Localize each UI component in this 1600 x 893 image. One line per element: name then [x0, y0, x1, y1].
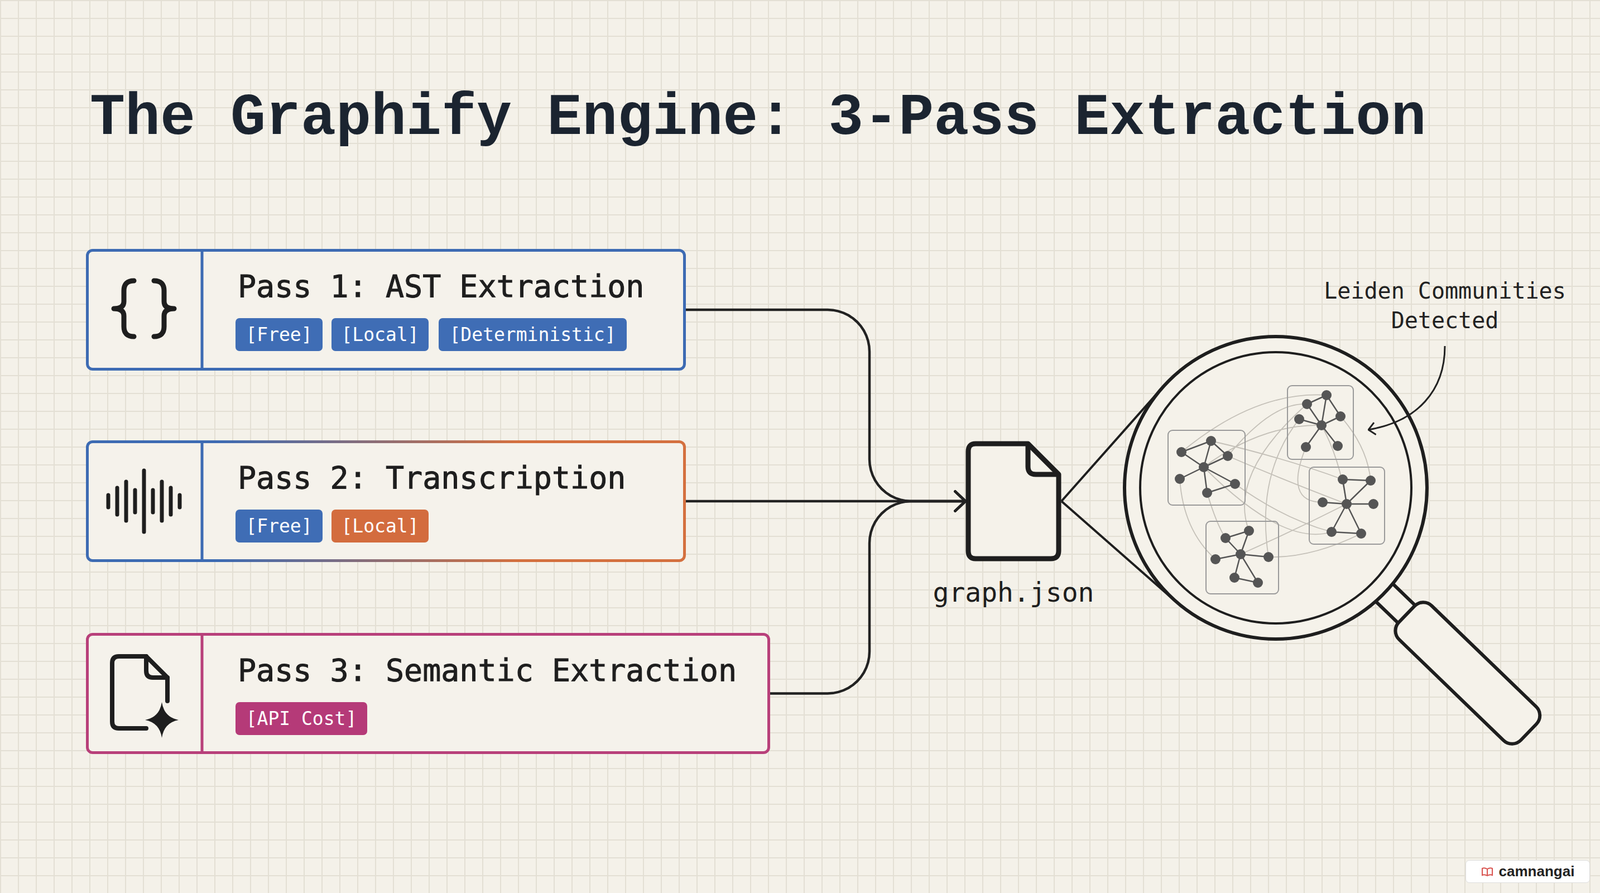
graph-dot — [1294, 414, 1305, 425]
tag-label: [Deterministic] — [449, 325, 616, 344]
graph-dot — [1326, 526, 1337, 537]
graph-dot — [1222, 450, 1233, 461]
pass-title: Pass 3: Semantic Extraction — [237, 651, 737, 689]
graph-dot — [1205, 435, 1217, 446]
tag-label: [API Cost] — [246, 709, 358, 728]
tag-label: [Free] — [245, 325, 312, 344]
tag-badge: [API Cost] — [235, 702, 368, 735]
community-box — [1168, 430, 1246, 506]
file-node: graph.json — [965, 440, 1062, 562]
tag-badge: [Local] — [331, 318, 429, 352]
page-title: The Graphify Engine: 3-Pass Extraction — [89, 83, 1426, 155]
pass-box: Pass 1: AST Extraction [Free] [Local] [Dete… — [85, 248, 686, 371]
cluster-edges — [1215, 530, 1269, 583]
graph-dot — [1335, 411, 1346, 422]
graph-dot — [1332, 440, 1343, 451]
graph-dot — [1243, 525, 1254, 536]
graph-dot — [1356, 528, 1367, 539]
tag-badge: [Free] — [235, 318, 323, 352]
watermark-badge: camnangai — [1465, 859, 1590, 883]
graph-dot — [1368, 498, 1379, 509]
graph-dot — [1321, 390, 1332, 401]
graph-dot — [1235, 549, 1246, 560]
pass-box: Pass 3: Semantic Extraction [API Cost] — [85, 632, 771, 754]
lens-rim — [1124, 336, 1427, 639]
zoom-cone-line — [1061, 387, 1163, 502]
graph-dot — [1229, 572, 1240, 583]
graph-dot — [1202, 487, 1213, 498]
tag-badge: [Local] — [331, 509, 429, 543]
file-fold — [1027, 443, 1059, 475]
pass-box: Pass 2: Transcription [Free] [Local] — [85, 440, 686, 562]
graph-dot — [1316, 420, 1327, 431]
handle-grip — [1390, 597, 1545, 749]
pass-title: Pass 2: Transcription — [237, 459, 626, 497]
flow-connector — [685, 309, 966, 502]
graph-dot — [1198, 462, 1209, 473]
tag-badge: [Free] — [235, 509, 323, 543]
watermark-text: camnangai — [1498, 862, 1575, 881]
graph-dot — [1317, 497, 1328, 508]
graph-dot — [1300, 441, 1311, 453]
graph-dot — [1252, 577, 1263, 588]
magnifier-handle — [1364, 572, 1545, 749]
file-label: graph.json — [920, 575, 1107, 609]
file-shape — [965, 440, 1062, 562]
tag-label: [Free] — [245, 516, 312, 536]
callout-note: Leiden Communities Detected — [1313, 276, 1577, 336]
handle-neck — [1372, 580, 1419, 627]
graph-dot — [1337, 474, 1348, 485]
community-box — [1287, 385, 1354, 460]
graph-dot — [1176, 447, 1187, 458]
file-outline — [968, 443, 1059, 559]
callout-text: Leiden Communities Detected — [1323, 277, 1566, 334]
tag-badge: [Deterministic] — [438, 318, 627, 352]
graph-dot — [1341, 498, 1352, 509]
community-link — [1179, 394, 1371, 560]
callout-leader — [1368, 346, 1445, 430]
lens-glass — [1140, 352, 1412, 624]
graph-dot — [1229, 478, 1241, 489]
flow-connector — [685, 500, 966, 503]
graph-dot — [1210, 554, 1221, 565]
pass-title: Pass 1: AST Extraction — [237, 267, 645, 305]
community-box — [1309, 467, 1385, 545]
graph-dot — [1301, 399, 1313, 410]
graph-dot — [1365, 475, 1376, 486]
cluster-dots — [1174, 390, 1379, 588]
graph-dot — [1263, 551, 1274, 562]
tag-label: [Local] — [340, 516, 419, 536]
cluster-edges — [1322, 479, 1374, 534]
book-glyph — [1482, 867, 1493, 876]
tag-label: [Local] — [340, 325, 419, 344]
cluster-edges — [1299, 395, 1341, 448]
cluster-edges — [1179, 440, 1236, 493]
graph-dot — [1174, 473, 1185, 484]
graph-dot — [1220, 532, 1231, 544]
community-box — [1205, 521, 1279, 594]
watermark-icon — [1481, 866, 1494, 877]
